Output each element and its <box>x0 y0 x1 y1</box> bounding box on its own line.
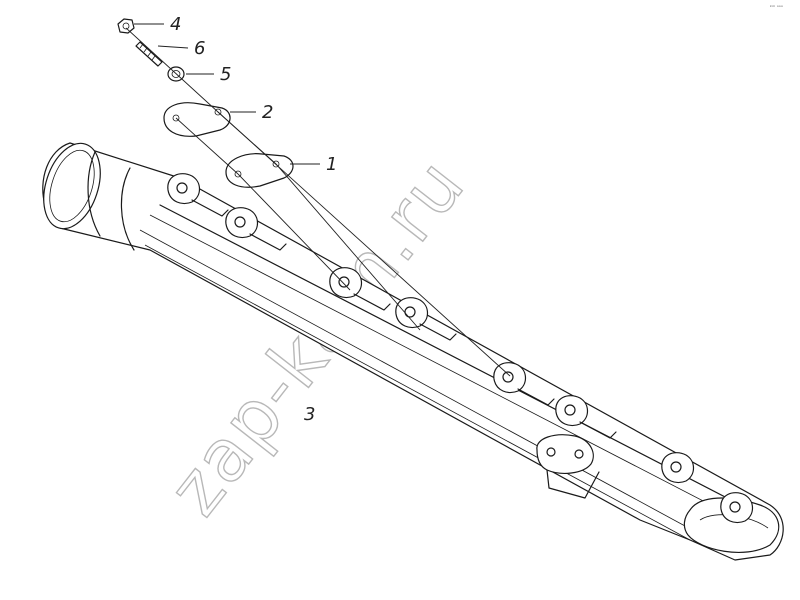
callout-5: 5 <box>220 64 231 85</box>
callout-1: 1 <box>326 154 337 175</box>
callout-leaders <box>134 23 320 165</box>
assembly-axis-lines <box>125 27 511 377</box>
callout-4: 4 <box>170 14 181 35</box>
mounting-bosses <box>167 173 754 524</box>
callout-3: 3 <box>304 404 315 425</box>
corner-mark: ᵏᵐ ᵒᵒᵒ <box>770 5 783 11</box>
callout-6: 6 <box>194 38 205 59</box>
spring-washer-part <box>135 41 163 67</box>
callout-2: 2 <box>262 102 273 123</box>
manifold-body <box>42 142 784 561</box>
plate-part <box>163 102 231 137</box>
nut-part <box>117 18 135 34</box>
